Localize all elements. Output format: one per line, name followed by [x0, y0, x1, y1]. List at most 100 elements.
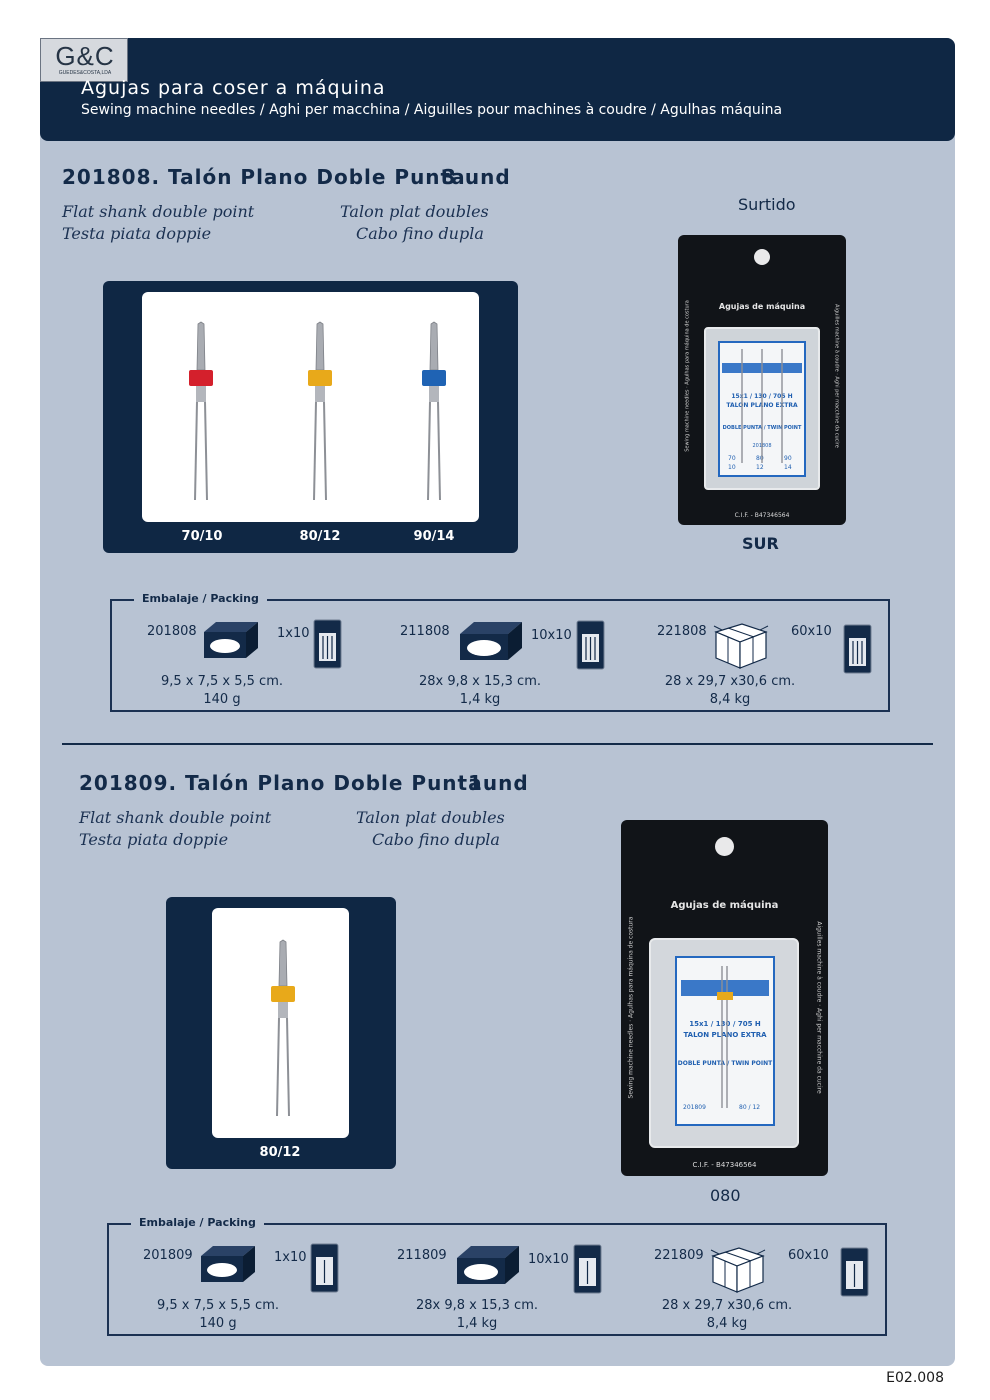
page-number: E02.008 — [886, 1370, 944, 1386]
packing-code: 201809 — [143, 1248, 193, 1263]
page-title: Agujas para coser a máquina — [81, 77, 386, 99]
needles-in-case-icon — [741, 349, 783, 463]
carton-box-icon — [710, 1247, 766, 1293]
needle-in-case-icon — [717, 966, 733, 1108]
small-box-icon — [201, 1246, 255, 1282]
product2-blister: Agujas de máquina Sewing machine needles… — [621, 820, 828, 1176]
packing-weight: 8,4 kg — [706, 1316, 748, 1331]
packing-weight: 1,4 kg — [459, 692, 501, 707]
case-size: 80 — [756, 455, 764, 462]
case-size: 70 — [728, 455, 736, 462]
logo-subtext: GUEDES&COSTA,LDA — [58, 70, 112, 76]
packing-weight: 8,4 kg — [709, 692, 751, 707]
product1-qty: 3 und — [442, 165, 511, 189]
product2-qty: 1und — [468, 771, 529, 795]
carton-box-icon — [460, 622, 522, 660]
packing-dims: 9,5 x 7,5 x 5,5 cm. — [160, 674, 283, 689]
logo-text: G&C — [55, 41, 115, 71]
needle-icon — [422, 321, 446, 501]
product2-title: 201809. Talón Plano Doble Punta — [79, 771, 483, 795]
needle-icon — [271, 939, 295, 1117]
case-size: 10 — [728, 464, 736, 471]
size-label: 70/10 — [181, 529, 223, 544]
needle-case-label: 15x1 / 130 / 705 H TALON PLANO EXTRA DOB… — [718, 341, 806, 477]
packing-code: 221809 — [654, 1248, 704, 1263]
needle-pack-icon — [310, 1243, 339, 1293]
packing-legend: Embalaje / Packing — [134, 592, 267, 605]
assortment-label: Surtido — [738, 195, 796, 214]
product2-name-fr: Talon plat doubles — [356, 808, 505, 827]
packing-count: 1x10 — [274, 1250, 307, 1265]
packing-count: 60x10 — [788, 1248, 829, 1263]
needle-icon — [308, 321, 332, 501]
header-bar — [40, 38, 955, 141]
needle-pack-icon — [313, 619, 342, 669]
case-size: 12 — [756, 464, 764, 471]
case-line-1: 15x1 / 130 / 705 H — [689, 1020, 761, 1028]
company-logo: G&C GUEDES&COSTA,LDA — [40, 38, 128, 82]
case-size: 14 — [784, 464, 792, 471]
packing-count: 60x10 — [791, 624, 832, 639]
packing-legend: Embalaje / Packing — [131, 1216, 264, 1229]
product1-name-it: Testa piata doppie — [62, 224, 212, 243]
case-line-4: 201809 — [683, 1104, 706, 1111]
size-label: 80/12 — [259, 1145, 301, 1160]
product1-title: 201808. Talón Plano Doble Punta — [62, 165, 466, 189]
case-line-5: 80 / 12 — [739, 1104, 761, 1111]
carton-box-icon — [713, 623, 769, 669]
case-line-3: DOBLE PUNTA / TWIN POINT — [677, 1060, 773, 1067]
blister-top-text: Agujas de máquina — [670, 900, 779, 911]
page-subtitle: Sewing machine needles / Aghi per macchi… — [81, 102, 783, 118]
needle-icon — [189, 321, 213, 501]
case-size: 90 — [784, 455, 792, 462]
section-divider — [62, 743, 933, 745]
product1-name-fr: Talon plat doubles — [340, 202, 489, 221]
blister-cif: C.I.F. - B47346564 — [734, 512, 790, 519]
packing-box-1 — [110, 599, 890, 712]
packing-dims: 28x 9,8 x 15,3 cm. — [415, 1298, 539, 1313]
pack-code: 080 — [710, 1186, 741, 1205]
packing-dims: 28 x 29,7 x30,6 cm. — [661, 1298, 793, 1313]
blister-right-text: Aiguilles machine à coudre · Aghi per ma… — [815, 921, 823, 1094]
product2-name-en: Flat shank double point — [79, 808, 272, 827]
blister-left-text: Sewing machine needles · Agulhas para má… — [627, 916, 635, 1099]
packing-code: 221808 — [657, 624, 707, 639]
hang-hole-icon — [754, 249, 770, 265]
carton-box-icon — [457, 1246, 519, 1284]
size-label: 90/14 — [413, 529, 455, 544]
product1-name-pt: Cabo fino dupla — [356, 224, 484, 243]
packing-weight: 1,4 kg — [456, 1316, 498, 1331]
packing-weight: 140 g — [203, 692, 241, 707]
product2-name-it: Testa piata doppie — [79, 830, 229, 849]
size-label: 80/12 — [299, 529, 341, 544]
needle-pack-icon — [573, 1244, 602, 1294]
small-box-icon — [204, 622, 258, 658]
needle-case: 15x1 / 130 / 705 H TALON PLANO EXTRA DOB… — [649, 938, 799, 1148]
packing-code: 211808 — [400, 624, 450, 639]
packing-count: 1x10 — [277, 626, 310, 641]
hang-hole-icon — [715, 837, 734, 856]
product1-blister: Agujas de máquina Sewing machine needles… — [678, 235, 846, 525]
blister-right-text: Aiguilles machine à coudre · Aghi per ma… — [833, 304, 840, 448]
blister-cif: C.I.F. - B47346564 — [692, 1161, 757, 1169]
needle-pack-icon — [576, 620, 605, 670]
product2-name-pt: Cabo fino dupla — [372, 830, 500, 849]
packing-dims: 9,5 x 7,5 x 5,5 cm. — [156, 1298, 279, 1313]
product1-name-en: Flat shank double point — [62, 202, 255, 221]
needle-case-label: 15x1 / 130 / 705 H TALON PLANO EXTRA DOB… — [675, 956, 775, 1126]
needle-pack-icon — [840, 1247, 869, 1297]
packing-dims: 28 x 29,7 x30,6 cm. — [664, 674, 796, 689]
needle-pack-icon — [843, 624, 872, 674]
packing-count: 10x10 — [531, 628, 572, 643]
pack-code: SUR — [742, 534, 779, 553]
packing-dims: 28x 9,8 x 15,3 cm. — [418, 674, 542, 689]
packing-count: 10x10 — [528, 1252, 569, 1267]
packing-code: 211809 — [397, 1248, 447, 1263]
case-line-2: TALON PLANO EXTRA — [683, 1031, 767, 1039]
product2-needles-svg — [271, 939, 295, 1117]
product2-image — [212, 908, 349, 1138]
packing-weight: 140 g — [199, 1316, 237, 1331]
blister-left-text: Sewing machine needles · Agulhas para má… — [684, 300, 691, 452]
packing-code: 201808 — [147, 624, 197, 639]
product1-image — [142, 292, 479, 522]
